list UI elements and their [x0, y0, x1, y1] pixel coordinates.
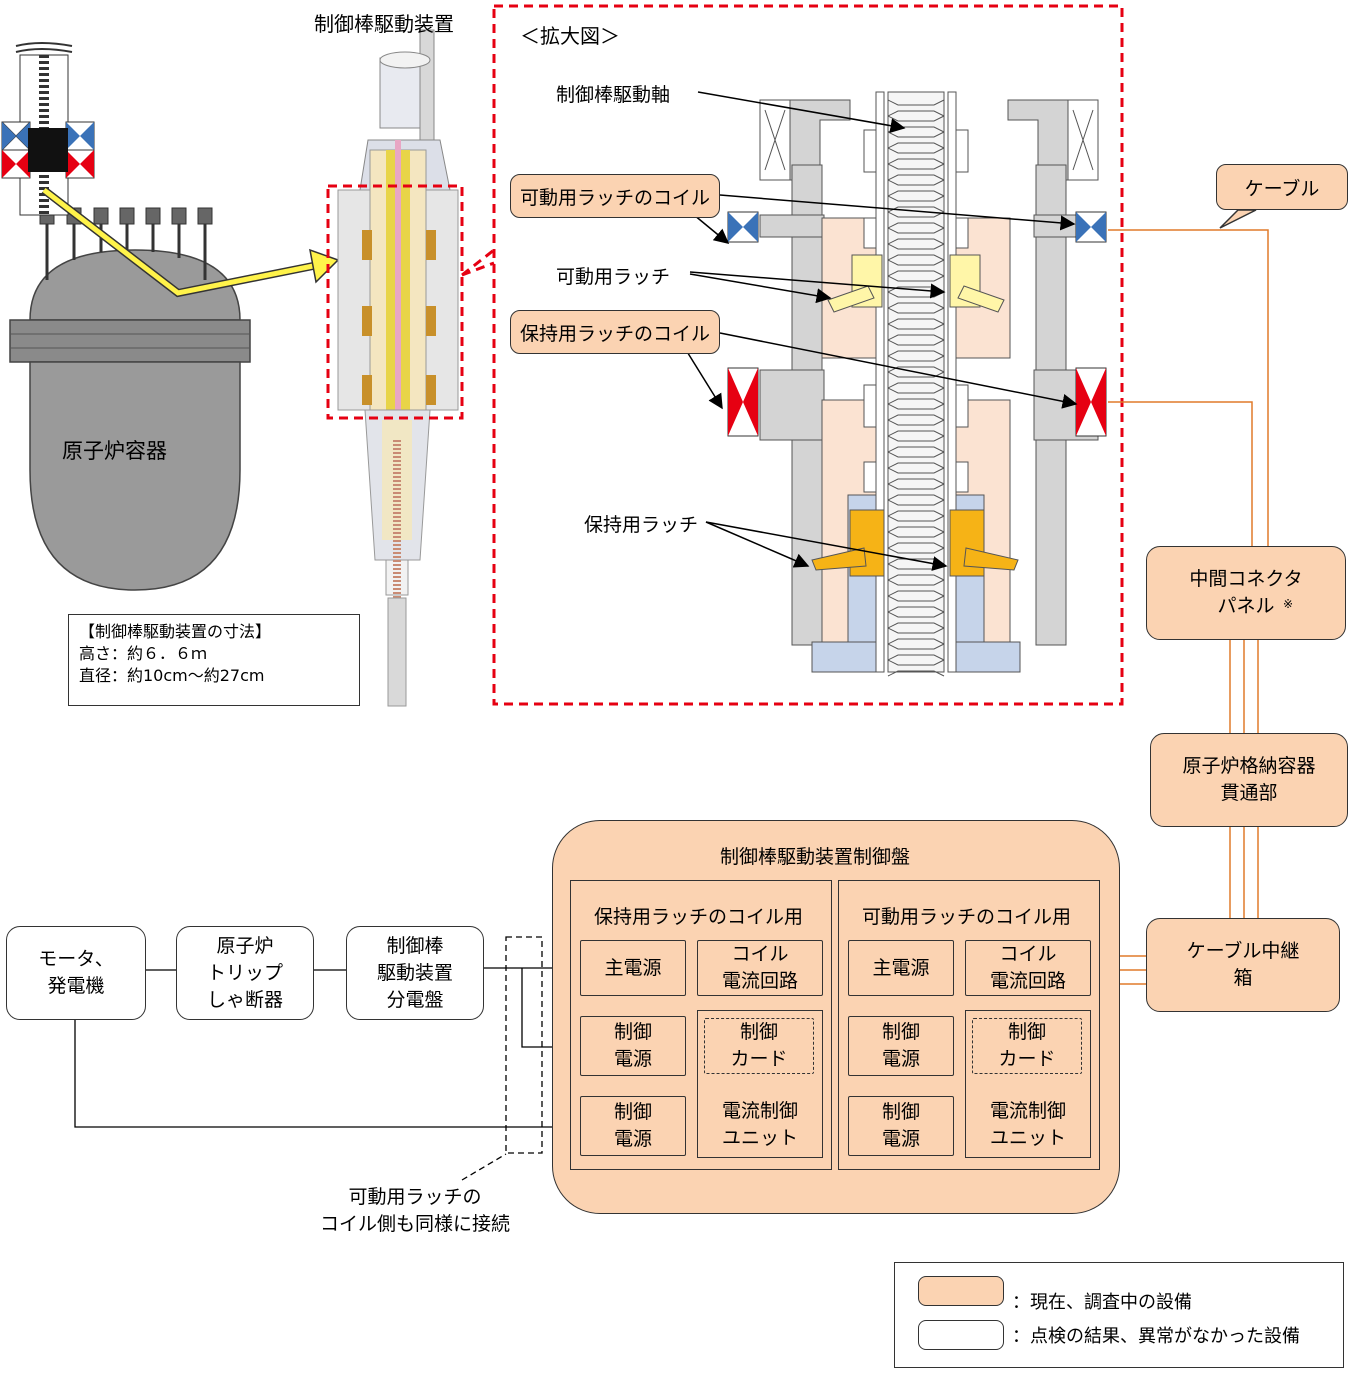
zoom-title: ＜拡大図＞	[520, 24, 620, 48]
shaft-tooth	[887, 243, 945, 261]
connection-note: 可動用ラッチの コイル側も同様に接続	[319, 1186, 510, 1235]
connection-dashed-frame	[505, 936, 543, 1154]
intermediate-connector-panel: 中間コネクタ パネル※	[1146, 546, 1346, 640]
zoom-arrow	[41, 186, 340, 298]
shaft-tooth	[887, 99, 945, 117]
note-leader	[461, 1153, 507, 1181]
legend-swatch-normal	[918, 1320, 1004, 1350]
shaft-tooth	[887, 435, 945, 453]
dimensions-box: 【制御棒駆動装置の寸法】 高さ：約６．６ｍ 直径：約10cm～約27cm	[68, 614, 360, 706]
shaft-tooth	[887, 451, 945, 469]
legend-normal: ：点検の結果、異常がなかった設備	[1012, 1326, 1300, 1347]
label-cable: ケーブル	[1216, 164, 1348, 210]
shaft-tooth	[887, 355, 945, 373]
dimensions-heading: 【制御棒駆動装置の寸法】	[79, 622, 272, 641]
zoom-frames	[326, 4, 1124, 706]
intermediate-panel-note-mark: ※	[1283, 597, 1294, 611]
shaft-tooth	[887, 611, 945, 629]
shaft-tooth	[887, 323, 945, 341]
holding-section-title: 保持用ラッチのコイル用	[594, 906, 804, 928]
label-movable-coil: 可動用ラッチのコイル	[510, 174, 720, 218]
holding-main-power: 主電源	[580, 940, 686, 996]
crdm-distribution-board: 制御棒 駆動装置 分電盤	[346, 926, 484, 1020]
shaft-tooth	[887, 371, 945, 389]
shaft-tooth	[887, 387, 945, 405]
reactor-trip-breaker: 原子炉 トリップ しゃ断器	[176, 926, 314, 1020]
shaft-tooth	[887, 499, 945, 517]
shaft-tooth	[887, 259, 945, 277]
crdm-title: 制御棒駆動装置	[314, 12, 454, 36]
control-panel-title: 制御棒駆動装置制御盤	[720, 846, 911, 868]
holding-section	[570, 880, 832, 1170]
cable-callout-tail	[1219, 209, 1257, 229]
holding-control-power-2: 制御 電源	[580, 1096, 686, 1156]
holding-control-power-1: 制御 電源	[580, 1016, 686, 1076]
label-drive-shaft: 制御棒駆動軸	[556, 84, 671, 106]
cable-junction-box: ケーブル中継 箱	[1146, 918, 1340, 1012]
legend-swatch-investigating	[918, 1276, 1004, 1306]
legend	[894, 1262, 1344, 1368]
shaft-tooth	[887, 307, 945, 325]
shaft-tooth	[887, 483, 945, 501]
shaft-tooth	[887, 531, 945, 549]
shaft-tooth	[887, 163, 945, 181]
legend-investigating: ：現在、調査中の設備	[1012, 1292, 1192, 1313]
shaft-tooth	[887, 467, 945, 485]
label-movable-latch: 可動用ラッチ	[556, 266, 671, 288]
label-holding-coil: 保持用ラッチのコイル	[510, 310, 720, 354]
movable-section	[838, 880, 1100, 1170]
holding-coil-current-circuit: コイル 電流回路	[697, 940, 823, 996]
movable-current-unit: 電流制御 ユニット	[989, 1100, 1066, 1149]
shaft-tooth	[887, 595, 945, 613]
holding-control-card: 制御 カード	[704, 1018, 814, 1074]
movable-coil-current-circuit: コイル 電流回路	[965, 940, 1091, 996]
enlarged-mechanism	[727, 91, 1107, 677]
pointer-lines	[685, 91, 1078, 571]
shaft-tooth	[887, 627, 945, 645]
movable-control-power-2: 制御 電源	[848, 1096, 954, 1156]
shaft-tooth	[887, 179, 945, 197]
shaft-tooth	[887, 515, 945, 533]
shaft-tooth	[887, 659, 945, 677]
cable-lines	[1108, 229, 1269, 985]
shaft-tooth	[887, 403, 945, 421]
label-holding-latch: 保持用ラッチ	[584, 514, 699, 536]
motor-generator: モータ、 発電機	[6, 926, 146, 1020]
dimensions-height: 高さ：約６．６ｍ	[79, 644, 208, 663]
shaft-tooth	[887, 643, 945, 661]
vessel-label: 原子炉容器	[62, 439, 167, 463]
crdm-drawing	[337, 29, 459, 707]
dimensions-diameter: 直径：約10cm～約27cm	[79, 666, 265, 685]
movable-control-power-1: 制御 電源	[848, 1016, 954, 1076]
reactor-vessel-drawing	[1, 42, 251, 591]
shaft-tooth	[887, 211, 945, 229]
intermediate-panel-label: 中間コネクタ パネル	[1189, 568, 1303, 617]
movable-control-card: 制御 カード	[972, 1018, 1082, 1074]
movable-section-title: 可動用ラッチのコイル用	[862, 906, 1072, 928]
shaft-tooth	[887, 147, 945, 165]
shaft-tooth	[887, 339, 945, 357]
shaft-tooth	[887, 227, 945, 245]
shaft-tooth	[887, 131, 945, 149]
shaft-tooth	[887, 579, 945, 597]
holding-current-unit: 電流制御 ユニット	[721, 1100, 798, 1149]
containment-penetration: 原子炉格納容器 貫通部	[1150, 733, 1348, 827]
shaft-tooth	[887, 419, 945, 437]
movable-main-power: 主電源	[848, 940, 954, 996]
